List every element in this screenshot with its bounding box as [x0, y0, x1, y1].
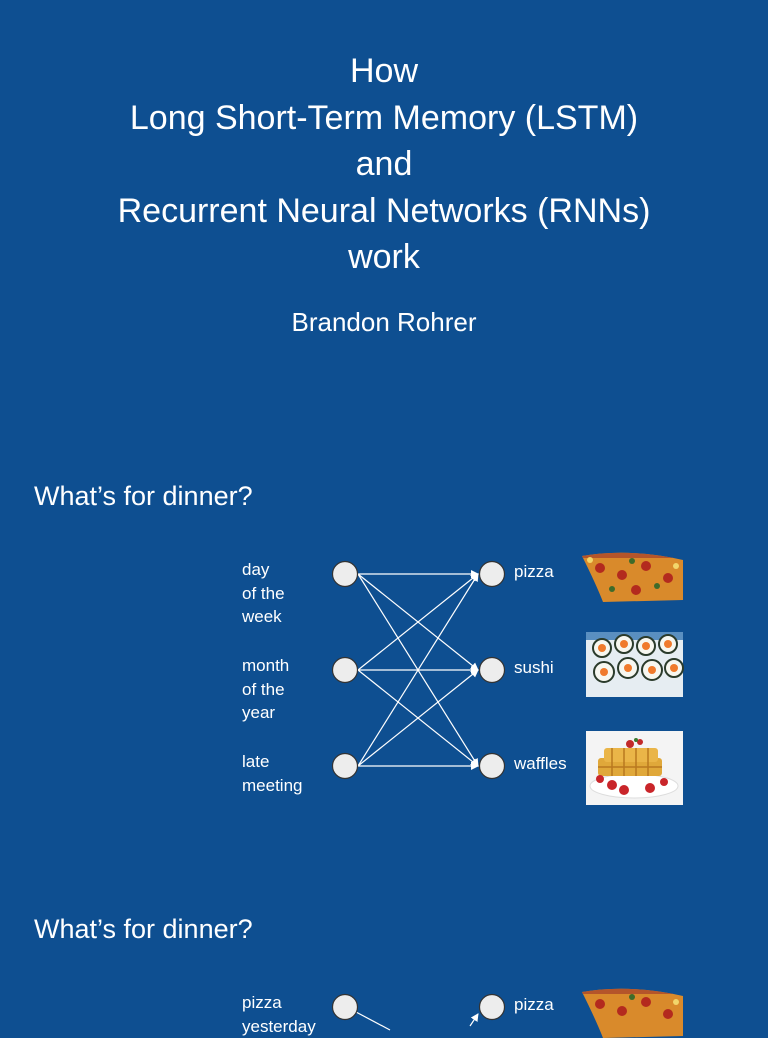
pizza-image	[578, 546, 688, 606]
output-node-sushi	[480, 658, 505, 683]
output-node-waffles	[480, 754, 505, 779]
edge	[470, 1014, 478, 1026]
waffles-image	[586, 731, 683, 805]
input-node-day-of-week	[333, 562, 358, 587]
edge	[356, 1012, 390, 1030]
output-node-pizza	[480, 562, 505, 587]
connection-edges	[358, 574, 478, 766]
input-node-pizza-yesterday	[333, 995, 358, 1020]
output-node-pizza-2	[480, 995, 505, 1020]
input-node-month-of-year	[333, 658, 358, 683]
pizza-image-2	[578, 982, 688, 1038]
sushi-image	[586, 632, 683, 697]
input-node-late-meeting	[333, 754, 358, 779]
